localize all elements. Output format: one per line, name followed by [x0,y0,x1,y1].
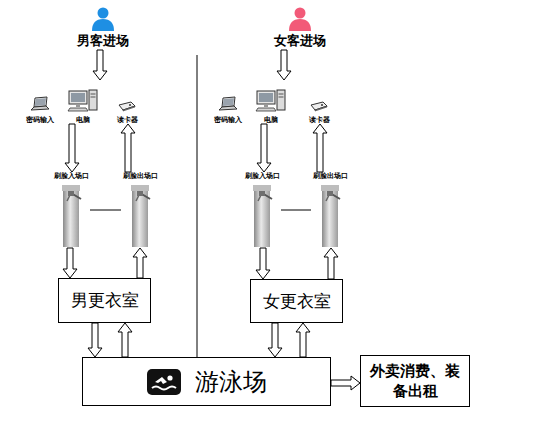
turnstile-icon [59,185,83,247]
turnstile-gate: 刷脸入场口 [52,172,90,248]
gate-label: 刷脸出场口 [123,172,158,180]
device-icon [254,88,288,112]
person-icon [91,7,115,31]
turnstile-gate: 刷脸入场口 [243,172,281,248]
process-box: 女更衣室 [250,279,343,323]
flow-arrow [296,323,310,357]
visitor-entry: 男客进场 [72,4,134,50]
turnstile-gate: 刷脸出场口 [121,172,159,248]
device-label: 电脑 [264,116,278,124]
device-label: 密码输入 [26,116,54,124]
turnstile-gate: 刷脸出场口 [311,172,349,248]
person-icon [288,7,312,31]
flow-arrow [63,248,77,278]
device-label: 电脑 [76,116,90,124]
swim-icon [147,369,181,395]
device-icon [117,100,137,112]
flow-arrow [313,124,327,172]
device-node: 读卡器 [302,88,336,124]
flow-arrow [324,248,338,279]
device-icon [217,96,239,112]
flow-arrow [118,323,132,357]
flow-arrow [121,124,135,172]
flow-arrow [93,50,107,80]
flow-arrow [133,248,147,278]
process-box: 男更衣室 [58,278,151,323]
device-label: 读卡器 [309,116,330,124]
entry-label: 男客进场 [77,33,129,48]
connector-line [90,210,121,211]
flow-arrow [268,323,282,357]
pool-box: 游泳场 [82,357,331,406]
flow-arrow [257,124,271,172]
device-label: 读卡器 [117,116,138,124]
flow-arrow [331,376,360,390]
flow-arrow [65,124,79,172]
turnstile-icon [318,185,342,247]
service-label: 外卖消费、装备出租 [369,361,461,401]
pool-label: 游泳场 [195,366,267,398]
device-icon [66,88,100,112]
device-icon [29,96,51,112]
flow-arrow [256,248,270,279]
device-node: 密码输入 [210,86,246,124]
turnstile-icon [250,185,274,247]
turnstile-icon [128,185,152,247]
visitor-entry: 女客进场 [269,4,331,50]
flow-arrow [277,50,291,80]
device-node: 电脑 [250,80,292,124]
device-label: 密码输入 [214,116,242,124]
device-node: 密码输入 [22,86,58,124]
flow-arrow [88,323,102,357]
room-label: 男更衣室 [71,289,139,312]
room-label: 女更衣室 [263,290,331,313]
gate-label: 刷脸入场口 [54,172,89,180]
service-box: 外卖消费、装备出租 [360,355,470,407]
gate-label: 刷脸入场口 [245,172,280,180]
divider-line [197,55,198,357]
gate-label: 刷脸出场口 [313,172,348,180]
device-icon [309,100,329,112]
device-node: 读卡器 [110,88,144,124]
entry-label: 女客进场 [274,33,326,48]
connector-line [281,210,311,211]
device-node: 电脑 [62,80,104,124]
